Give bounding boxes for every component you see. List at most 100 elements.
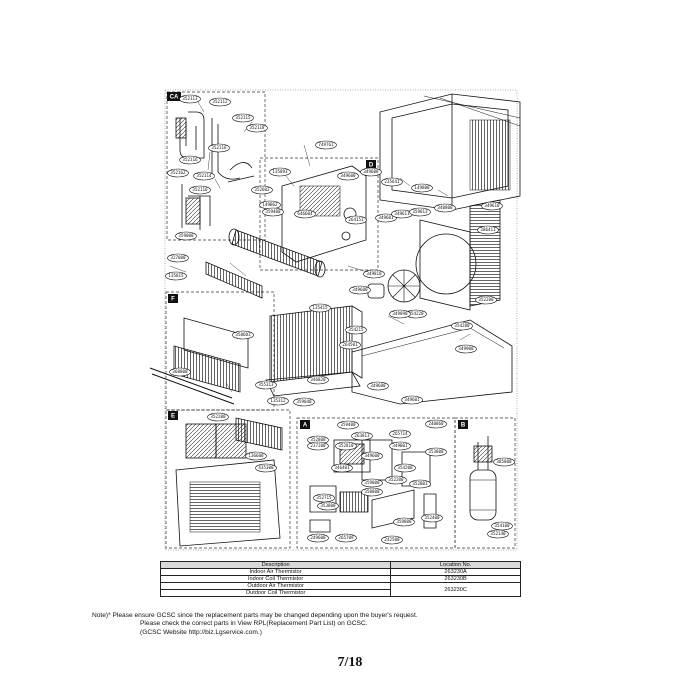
callout-front-6: 359040 [293, 397, 315, 407]
callout-fan-10: 264501 [339, 340, 361, 350]
callout-label: 355313 [258, 382, 274, 387]
table-header-row: Description Location No. [159, 561, 521, 569]
callout-e-2: 435300 [255, 463, 277, 473]
callout-label: 359040 [296, 399, 312, 404]
callout-cabinet-7: 149B62 [259, 200, 281, 210]
callout-a-3: 352810 [335, 441, 357, 451]
callout-label: 264501 [342, 342, 358, 347]
callout-cabinet-11: 349601 [375, 213, 397, 223]
callout-fan-8: 349890 [389, 309, 411, 319]
callout-cabinet-14: 349610 [481, 201, 503, 211]
callout-a-22: 242500 [381, 535, 403, 545]
callout-oval [475, 295, 497, 305]
callout-label: 352810 [338, 443, 354, 448]
callout-oval [307, 375, 329, 385]
callout-fan-3: 354280 [451, 321, 473, 331]
callout-a-16: 352715 [313, 493, 335, 503]
callout-label: 359000 [178, 233, 194, 238]
callout-label: 135893 [272, 169, 288, 174]
callout-a-2: 237200 [307, 441, 329, 451]
callout-label: 354200 [397, 465, 413, 470]
blower-wheel [228, 228, 326, 278]
section-label-f: F [171, 296, 175, 302]
callout-cabinet-5: 149800 [411, 183, 433, 193]
callout-layer: 3521133521123521153521183521163521163521… [165, 94, 515, 545]
callout-front-1: 135815 [165, 271, 187, 281]
callout-a-13: 359000 [361, 478, 383, 488]
callout-oval [421, 513, 443, 523]
callout-ca-4: 352116 [208, 143, 230, 153]
callout-front-5: 360800 [169, 367, 191, 377]
callout-oval [251, 185, 273, 195]
callout-a-21: 265709 [335, 533, 357, 543]
callout-label: 352400 [424, 515, 440, 520]
callout-oval [385, 475, 407, 485]
callout-cabinet-9: 646604 [294, 209, 316, 219]
callout-oval [345, 215, 367, 225]
frame-e [165, 409, 291, 549]
exploded-parts-diagram: CA D F E A B [149, 89, 521, 551]
callout-label: 359400 [340, 422, 356, 427]
frame-ca [166, 91, 266, 241]
callout-oval [232, 330, 254, 340]
callout-label: 349600 [364, 453, 380, 458]
callout-oval [317, 501, 339, 511]
callout-oval [335, 533, 357, 543]
callout-oval [207, 412, 229, 422]
callout-oval [293, 397, 315, 407]
callout-a-6: 265714 [389, 429, 411, 439]
callout-oval [169, 367, 191, 377]
callout-label: 349890 [392, 311, 408, 316]
location-cell: 263230C [390, 582, 521, 597]
callout-label: 352602 [254, 187, 270, 192]
callout-label: 327000 [170, 255, 186, 260]
callout-a-10: 353800 [425, 447, 447, 457]
callout-oval [409, 207, 431, 217]
callout-label: 359013 [412, 209, 428, 214]
callout-a-18: 352400 [421, 513, 443, 523]
callout-label: 359000 [364, 480, 380, 485]
callout-oval [493, 457, 515, 467]
callout-label: 346820 [310, 377, 326, 382]
callout-ca-7: 352114 [193, 171, 215, 181]
callout-a-20: 249600 [307, 533, 329, 543]
callout-oval [165, 271, 187, 281]
callout-label: 237200 [310, 443, 326, 448]
callout-label: 354215 [348, 327, 364, 332]
table-row: Indoor Air Thermistor 263230A [159, 568, 521, 576]
callout-oval [477, 225, 499, 235]
callout-label: 265709 [338, 535, 354, 540]
callout-cabinet-4: 235641 [381, 177, 403, 187]
callout-label: 354180 [494, 523, 510, 528]
callout-a-9: 349B01 [389, 441, 411, 451]
callout-oval [425, 447, 447, 457]
note-line-1: Note)* Please ensure GCSC since the repl… [92, 612, 418, 619]
callout-oval [361, 478, 383, 488]
callout-label: 352113 [182, 96, 198, 101]
callout-ca-3: 352118 [246, 123, 268, 133]
callout-oval [309, 303, 331, 313]
callout-oval [193, 171, 215, 181]
callout-ca-6: 352162 [167, 168, 189, 178]
callout-label: 386411 [480, 227, 496, 232]
description-cell: Outdoor Air Thermistor [159, 582, 392, 590]
callout-oval [389, 309, 411, 319]
callout-label: 359400 [265, 209, 281, 214]
callout-fan-1: 349600 [349, 285, 371, 295]
callout-e-1: 136600 [245, 451, 267, 461]
callout-label: 135312 [270, 398, 286, 403]
frame-outer [164, 89, 518, 551]
callout-ca-5: 352116 [179, 155, 201, 165]
callout-cabinet-6: 352602 [251, 185, 273, 195]
callout-oval [363, 269, 385, 279]
callout-fan-11: 346820 [307, 375, 329, 385]
callout-label: 352140 [490, 531, 506, 536]
callout-label: 242500 [384, 537, 400, 542]
callout-label: 352200 [478, 297, 494, 302]
callout-oval [425, 419, 447, 429]
column-header-description: Description [159, 561, 392, 569]
callout-label: 354280 [454, 323, 470, 328]
callout-label: 264151 [348, 217, 364, 222]
callout-oval [451, 321, 473, 331]
table-row: Outdoor Air Thermistor 263230C [159, 582, 521, 597]
